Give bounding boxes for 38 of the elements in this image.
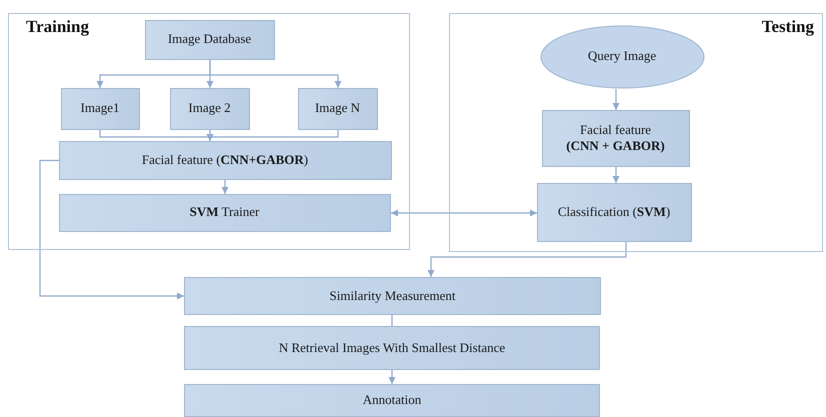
panel-title: Training [26, 17, 89, 37]
box-label: Facial feature (CNN + GABOR) [565, 122, 666, 154]
box-label: Image1 [80, 100, 120, 117]
process-box [170, 88, 250, 130]
box-label: Query Image [588, 48, 656, 65]
arrow [391, 210, 537, 216]
process-box [298, 88, 378, 130]
process-box [58, 140, 392, 180]
arrow [222, 180, 228, 194]
process-box [60, 88, 140, 130]
box-label: N Retrieval Images With Smallest Distance [278, 340, 506, 356]
arrow [428, 242, 627, 277]
section-panel [449, 13, 823, 252]
box-label: SVM Trainer [190, 204, 260, 221]
process-box [542, 110, 690, 166]
box-label: Classification (SVM) [558, 204, 670, 220]
input-ellipse [540, 24, 704, 88]
connector-line [391, 315, 393, 326]
panel-title: Testing [762, 17, 814, 37]
box-label: Annotation [362, 392, 422, 409]
arrow [388, 370, 396, 384]
process-box [536, 182, 692, 242]
box-label: Facial feature (CNN+GABOR) [142, 152, 308, 168]
box-label: Image N [314, 100, 360, 117]
arrow [209, 60, 342, 88]
box-label: Image 2 [188, 100, 231, 117]
process-box [184, 326, 600, 370]
arrow [612, 167, 620, 183]
arrow [612, 89, 620, 110]
process-box [144, 20, 274, 60]
arrow [206, 130, 339, 141]
process-box [184, 277, 601, 315]
section-panel [8, 13, 410, 250]
process-box [58, 194, 390, 232]
arrow [39, 160, 184, 300]
box-label: Similarity Measurement [329, 288, 456, 304]
process-box [184, 384, 600, 417]
box-label: Image Database [168, 31, 252, 48]
